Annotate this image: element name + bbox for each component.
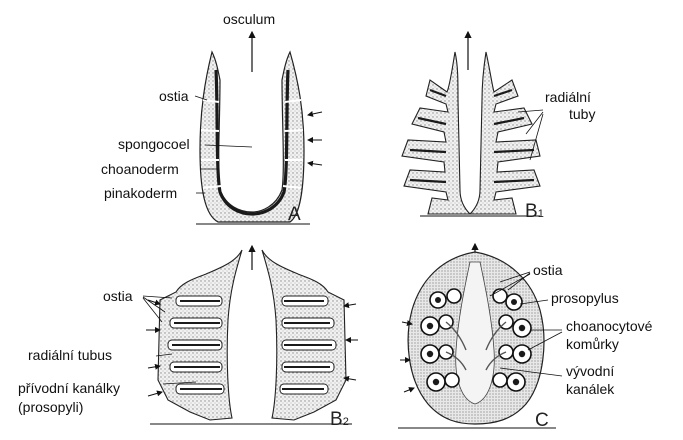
label-prosopylus: prosopylus [551,290,619,306]
panel-letter-b2-main: B [330,409,343,430]
panel-c-diagram [398,242,563,429]
c-inflow-arrows [400,320,415,393]
b2-right-wall [261,249,347,421]
b2-tube-lining [172,300,332,390]
label-spongocoel: spongocoel [118,136,190,152]
b1-leaders [517,109,544,161]
panel-letter-b1: B1 [525,201,544,223]
label-choanoderm: choanoderm [101,161,179,177]
b2-leaders [142,295,197,385]
b2-left-wall [157,249,243,421]
panel-a-leaders [194,95,253,194]
panel-letter-b1-sub: 1 [537,208,544,220]
panel-letter-b2: B2 [330,409,349,431]
label-incurrent-line1: přívodní kanálky [18,380,120,396]
c-leaders [489,271,563,377]
label-ostia-c: ostia [533,262,563,278]
panel-letter-b1-main: B [525,201,538,222]
panel-letter-c: C [535,410,549,431]
b1-right-wall [468,51,541,215]
c-chamber-flagella [426,297,526,386]
panel-b2-diagram [142,244,358,425]
b1-tube-lining [409,88,535,184]
panel-letter-a: A [288,204,301,225]
label-excurrent-line1: vývodní [566,363,615,379]
panel-b1-diagram [401,30,544,217]
c-excurrent-canals [445,321,507,371]
label-chambers-line1: choanocytové [566,318,653,334]
panel-letter-b2-sub: 2 [342,416,349,428]
label-radial-tube: radiální tubus [28,347,113,363]
label-radial-tubes-line2: tuby [569,106,596,122]
label-pinakoderm: pinakoderm [104,185,178,201]
ostia-pores [200,99,304,189]
b1-left-wall [401,51,472,215]
label-ostia-a: ostia [159,88,189,104]
panel-a-diagram [194,30,323,225]
choanoderm-layer [214,69,290,216]
label-ostia-b2: ostia [103,288,133,304]
label-osculum: osculum [223,11,276,27]
label-radial-tubes-line1: radiální [545,89,591,105]
b2-inflow-arrows [146,299,358,397]
label-incurrent-line2: (prosopyli) [18,399,84,415]
label-chambers-line2: komůrky [566,336,619,352]
inflow-arrows [307,111,323,167]
label-excurrent-line2: kanálek [566,381,615,397]
